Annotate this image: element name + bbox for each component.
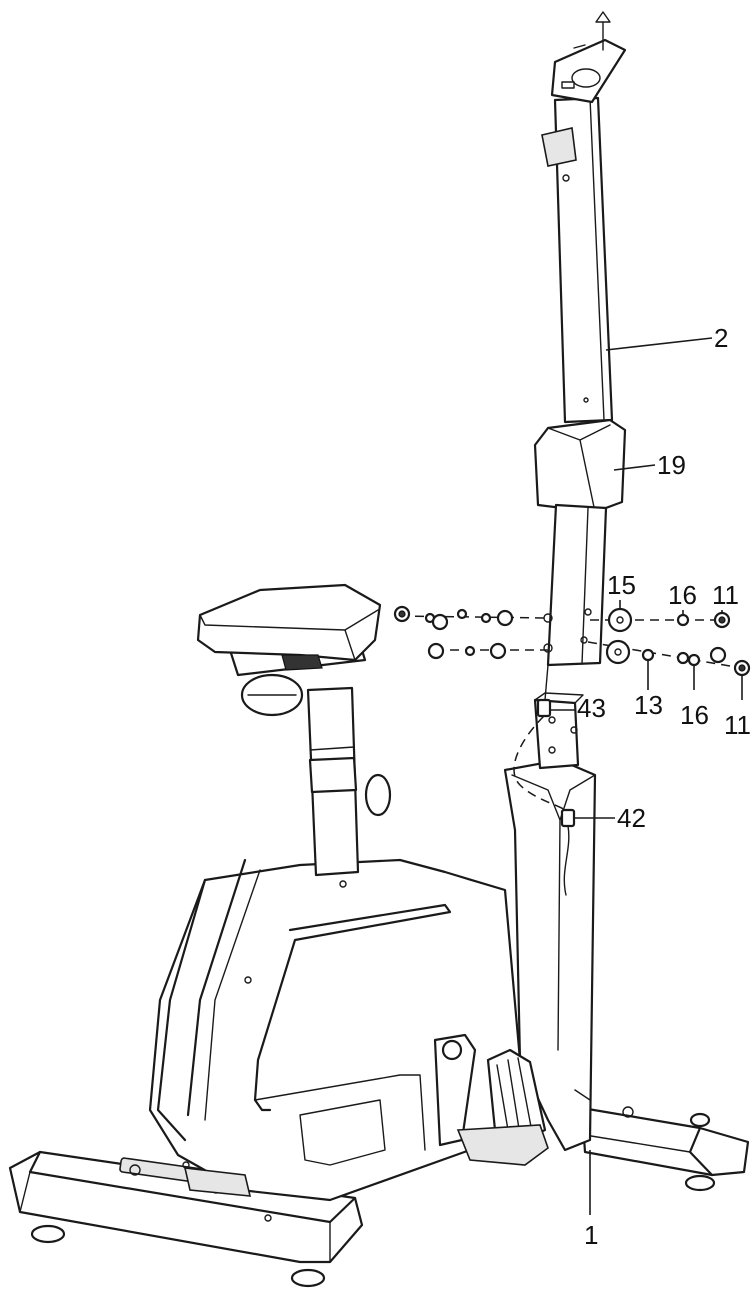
- callout-part-42: 42: [617, 803, 646, 833]
- callout-part-13: 13: [634, 690, 663, 720]
- callout-part-11-bottom: 11: [724, 710, 751, 740]
- callout-part-16-top: 16: [668, 580, 697, 610]
- callout-part-43: 43: [577, 693, 606, 723]
- front-stabilizer: [8, 1150, 364, 1288]
- callout-part-11-top: 11: [712, 580, 739, 610]
- callout-part-19: 19: [657, 450, 686, 480]
- callout-leaders: [550, 337, 743, 1215]
- upright-cover: [533, 418, 627, 514]
- lower-mast-tube: [543, 503, 608, 667]
- console-mast: [541, 11, 627, 424]
- callout-part-15: 15: [607, 570, 636, 600]
- crank-and-pedal: [433, 1033, 549, 1166]
- callout-part-1: 1: [584, 1220, 599, 1250]
- rear-stabilizer: [580, 1106, 750, 1192]
- seat-assembly: [196, 583, 392, 877]
- callout-part-16-bottom: 16: [680, 700, 709, 730]
- sensor-cable: [513, 664, 576, 896]
- callout-part-2: 2: [714, 323, 729, 353]
